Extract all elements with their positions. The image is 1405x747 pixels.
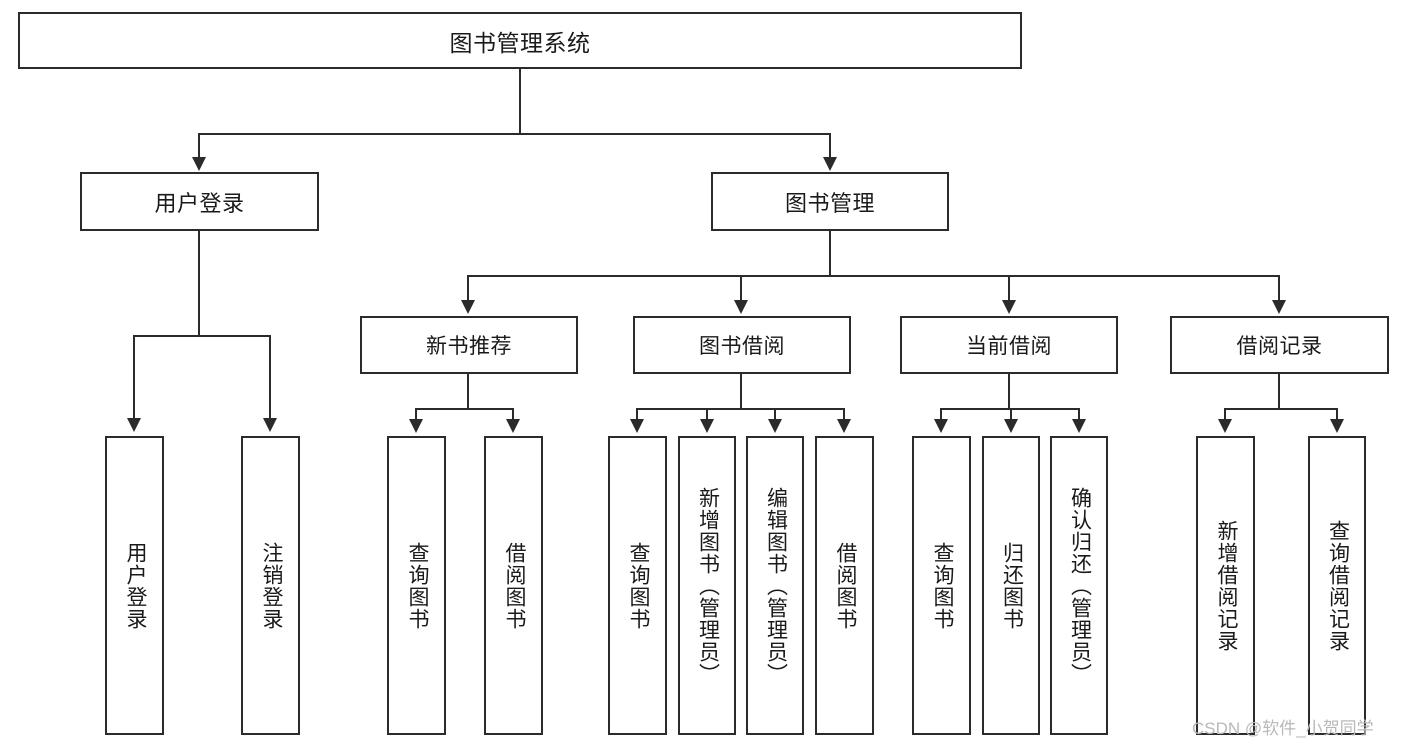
connector-user-login-bus: [133, 335, 270, 337]
connector-root-stem: [519, 69, 521, 134]
node-borrow-records-label: 借阅记录: [1236, 335, 1323, 358]
connector-current-child-3: [1078, 408, 1080, 420]
connector-book-mgmt-to-current: [1008, 275, 1010, 301]
node-current-borrow-label: 当前借阅: [966, 335, 1052, 358]
arrow-new-book-child-1: [409, 419, 423, 433]
connector-root-to-user-login: [198, 133, 200, 159]
leaf-query-book-recommend-label: 查询图书: [405, 541, 429, 630]
node-new-book-recommend[interactable]: 新书推荐: [360, 316, 578, 374]
leaf-return-book[interactable]: 归还图书: [982, 436, 1040, 735]
arrow-borrow-child-1: [630, 419, 644, 433]
connector-book-mgmt-to-borrow: [740, 275, 742, 301]
leaf-query-book-current[interactable]: 查询图书: [912, 436, 971, 735]
node-book-borrow[interactable]: 图书借阅: [633, 316, 851, 374]
node-user-login[interactable]: 用户登录: [80, 172, 319, 231]
leaf-add-book-admin[interactable]: 新增图书（管理员）: [678, 436, 736, 735]
arrow-current-child-1: [934, 419, 948, 433]
connector-new-book-bus: [415, 408, 514, 410]
connector-book-mgmt-to-records: [1278, 275, 1280, 301]
connector-borrow-child-4: [843, 408, 845, 420]
leaf-confirm-return-admin-label: 确认归还（管理员）: [1068, 486, 1092, 685]
connector-book-mgmt-to-new-book: [467, 275, 469, 301]
arrow-root-to-user-login: [192, 157, 206, 171]
node-root-label: 图书管理系统: [449, 29, 591, 56]
leaf-borrow-book-recommend[interactable]: 借阅图书: [484, 436, 543, 735]
node-book-management-label: 图书管理: [784, 190, 875, 216]
node-root-system[interactable]: 图书管理系统: [18, 12, 1022, 69]
arrow-book-mgmt-to-new-book: [461, 300, 475, 314]
leaf-confirm-return-admin[interactable]: 确认归还（管理员）: [1050, 436, 1108, 735]
arrow-user-login-child-1: [127, 418, 141, 432]
connector-current-child-2: [1010, 408, 1012, 420]
connector-new-book-stem: [467, 374, 469, 409]
leaf-query-book-current-label: 查询图书: [930, 541, 954, 630]
leaf-add-book-admin-label: 新增图书（管理员）: [696, 486, 720, 685]
connector-borrow-child-1: [636, 408, 638, 420]
arrow-book-mgmt-to-records: [1272, 300, 1286, 314]
arrow-records-child-1: [1218, 419, 1232, 433]
leaf-logout-label: 注销登录: [259, 541, 283, 630]
leaf-return-book-label: 归还图书: [1000, 541, 1024, 630]
node-book-borrow-label: 图书借阅: [699, 335, 785, 358]
csdn-watermark: CSDN @软件_小贺同学: [1192, 719, 1374, 738]
leaf-add-borrow-record[interactable]: 新增借阅记录: [1196, 436, 1255, 735]
connector-book-mgmt-bus: [467, 275, 1280, 277]
arrow-book-mgmt-to-borrow: [734, 300, 748, 314]
leaf-edit-book-admin[interactable]: 编辑图书（管理员）: [746, 436, 804, 735]
connector-root-bus: [198, 133, 830, 135]
node-new-book-recommend-label: 新书推荐: [426, 335, 512, 358]
connector-current-child-1: [940, 408, 942, 420]
connector-records-bus: [1224, 408, 1338, 410]
connector-records-stem: [1278, 374, 1280, 409]
leaf-query-borrow-record[interactable]: 查询借阅记录: [1308, 436, 1366, 735]
connector-records-child-1: [1224, 408, 1226, 420]
leaf-query-book-borrow-label: 查询图书: [626, 541, 650, 630]
node-current-borrow[interactable]: 当前借阅: [900, 316, 1118, 374]
connector-borrow-bus: [636, 408, 845, 410]
connector-current-stem: [1008, 374, 1010, 409]
connector-book-mgmt-stem: [829, 231, 831, 276]
connector-root-to-book-mgmt: [829, 133, 831, 159]
arrow-borrow-child-3: [768, 419, 782, 433]
arrow-borrow-child-4: [837, 419, 851, 433]
leaf-query-borrow-record-label: 查询借阅记录: [1326, 519, 1350, 652]
connector-user-login-child-1: [133, 335, 135, 419]
leaf-logout[interactable]: 注销登录: [241, 436, 300, 735]
arrow-records-child-2: [1330, 419, 1344, 433]
arrow-current-child-3: [1072, 419, 1086, 433]
connector-borrow-child-3: [774, 408, 776, 420]
connector-new-book-child-1: [415, 408, 417, 420]
connector-new-book-child-2: [512, 408, 514, 420]
leaf-user-login-label: 用户登录: [123, 541, 147, 630]
connector-borrow-child-2: [706, 408, 708, 420]
connector-borrow-stem: [740, 374, 742, 409]
arrow-book-mgmt-to-current: [1002, 300, 1016, 314]
leaf-edit-book-admin-label: 编辑图书（管理员）: [764, 486, 788, 685]
arrow-new-book-child-2: [506, 419, 520, 433]
leaf-user-login[interactable]: 用户登录: [105, 436, 164, 735]
arrow-current-child-2: [1004, 419, 1018, 433]
node-borrow-records[interactable]: 借阅记录: [1170, 316, 1389, 374]
leaf-add-borrow-record-label: 新增借阅记录: [1214, 519, 1238, 652]
arrow-borrow-child-2: [700, 419, 714, 433]
leaf-borrow-book[interactable]: 借阅图书: [815, 436, 874, 735]
leaf-query-book-recommend[interactable]: 查询图书: [387, 436, 446, 735]
arrow-root-to-book-mgmt: [823, 157, 837, 171]
leaf-borrow-book-recommend-label: 借阅图书: [502, 541, 526, 630]
node-book-management[interactable]: 图书管理: [711, 172, 949, 231]
arrow-user-login-child-2: [263, 418, 277, 432]
leaf-borrow-book-label: 借阅图书: [833, 541, 857, 630]
connector-user-login-child-2: [269, 335, 271, 419]
connector-user-login-stem: [198, 231, 200, 336]
leaf-query-book-borrow[interactable]: 查询图书: [608, 436, 667, 735]
node-user-login-label: 用户登录: [154, 190, 245, 216]
connector-records-child-2: [1336, 408, 1338, 420]
